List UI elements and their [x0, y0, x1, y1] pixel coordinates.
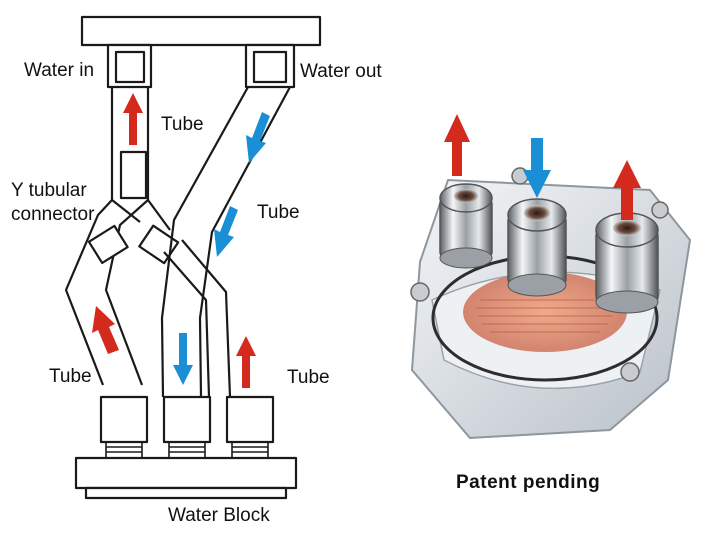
- screw: [651, 201, 669, 219]
- arrow-up-red-icon: [123, 93, 143, 145]
- lower-fitting-2: [162, 395, 212, 444]
- water-block-photo: [410, 114, 692, 440]
- photo-fitting-left: [439, 183, 493, 269]
- label-tube-bottom-left: Tube: [49, 366, 92, 387]
- arrow-up-red-icon: [444, 114, 470, 176]
- arrow-down-blue-icon: [246, 112, 270, 163]
- photo-fitting-right: [595, 212, 659, 314]
- schematic: [64, 15, 322, 500]
- arrow-up-red-icon: [236, 336, 256, 388]
- label-water-block: Water Block: [168, 505, 270, 526]
- y-connector-stem: [119, 150, 148, 200]
- top-plate: [80, 15, 322, 47]
- arrow-down-blue-icon: [173, 333, 193, 385]
- screw: [410, 282, 430, 302]
- arrow-down-blue-icon: [523, 138, 551, 198]
- y-connector: [64, 199, 171, 386]
- arrow-up-red-icon: [613, 160, 641, 220]
- lower-fitting-1: [99, 395, 149, 444]
- label-y-connector-line2: connector: [11, 204, 95, 225]
- y-connector-block-left: [87, 224, 129, 265]
- schematic-arrows: [92, 93, 270, 388]
- label-tube-right: Tube: [257, 202, 300, 223]
- inlet-tube: [110, 87, 150, 200]
- screw: [620, 362, 640, 382]
- label-tube-bottom-right: Tube: [287, 367, 330, 388]
- label-tube-top: Tube: [161, 114, 204, 135]
- arrow-up-red-icon: [92, 306, 119, 354]
- y-connector-block-right: [138, 224, 180, 265]
- photo-fitting-middle: [507, 198, 567, 297]
- water-block-base: [74, 456, 298, 490]
- label-water-out: Water out: [300, 61, 382, 82]
- arrow-down-blue-icon: [214, 206, 238, 257]
- label-water-in: Water in: [24, 60, 95, 81]
- label-y-connector-line1: Y tubular: [11, 180, 87, 201]
- lower-fitting-3: [225, 395, 275, 444]
- photo-caption: Patent pending: [456, 472, 601, 493]
- water-block-foot: [84, 486, 288, 500]
